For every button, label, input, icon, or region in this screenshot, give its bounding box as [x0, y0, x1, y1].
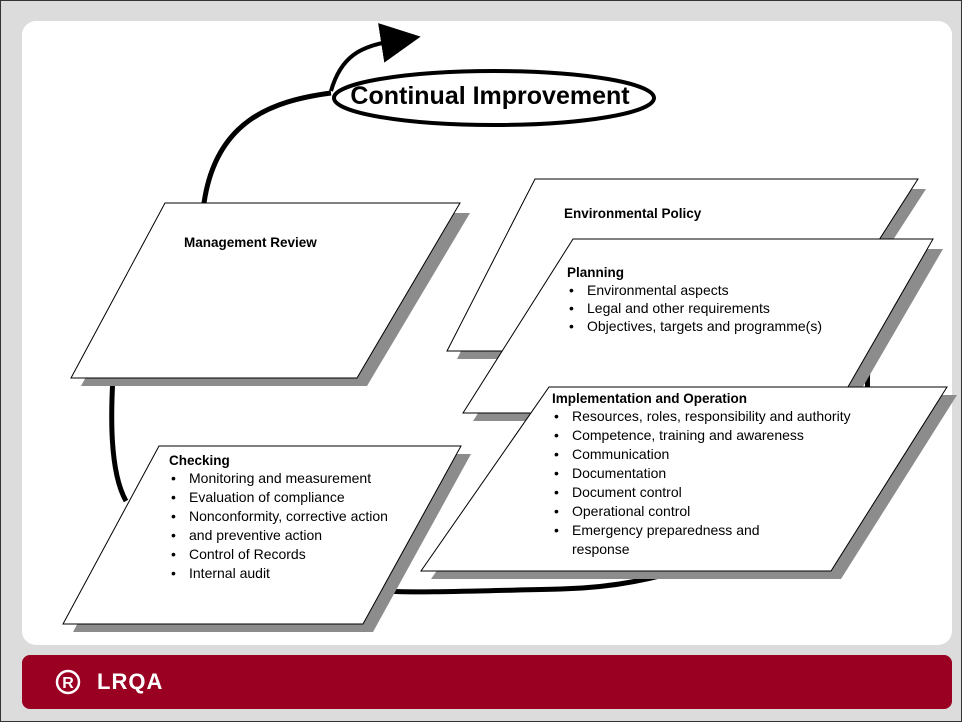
- list-item: and preventive action: [169, 526, 419, 545]
- list-item: Internal audit: [169, 564, 419, 583]
- list-item: Evaluation of compliance: [169, 488, 419, 507]
- planning-title: Planning: [567, 265, 624, 280]
- list-item: Control of Records: [169, 545, 419, 564]
- list-item: Communication: [552, 445, 852, 464]
- planning-text: Planning Environmental aspects Legal and…: [567, 265, 897, 335]
- management-review-title: Management Review: [184, 235, 317, 250]
- svg-text:R: R: [62, 675, 74, 692]
- environmental-policy-title: Environmental Policy: [564, 206, 702, 221]
- list-item: Monitoring and measurement: [169, 469, 419, 488]
- lrqa-logo-text: LRQA: [97, 669, 164, 694]
- list-item: Legal and other requirements: [567, 299, 897, 317]
- continual-improvement-label: Continual Improvement: [350, 82, 630, 110]
- checking-text: Checking Monitoring and measurement Eval…: [169, 453, 419, 583]
- list-item: Objectives, targets and programme(s): [567, 317, 897, 335]
- cycle-left-line: [109, 375, 129, 503]
- implementation-text: Implementation and Operation Resources, …: [552, 391, 852, 559]
- list-item: Environmental aspects: [567, 281, 897, 299]
- lrqa-logo-icon: R: [55, 669, 81, 695]
- list-item: Documentation: [552, 464, 852, 483]
- continual-improvement-ellipse: [332, 69, 656, 127]
- list-item: Resources, roles, responsibility and aut…: [552, 407, 852, 426]
- improvement-arc: [201, 90, 332, 204]
- checking-title: Checking: [169, 453, 230, 468]
- list-item: Operational control: [552, 502, 852, 521]
- list-item: Nonconformity, corrective action: [169, 507, 389, 526]
- list-item: Emergency preparedness and response: [552, 521, 812, 559]
- list-item: Document control: [552, 483, 852, 502]
- management-review-shape: [70, 202, 461, 379]
- footer-bar: R LRQA: [22, 655, 952, 709]
- list-item: Competence, training and awareness: [552, 426, 852, 445]
- implementation-title: Implementation and Operation: [552, 391, 748, 406]
- improvement-arrow: [329, 23, 421, 92]
